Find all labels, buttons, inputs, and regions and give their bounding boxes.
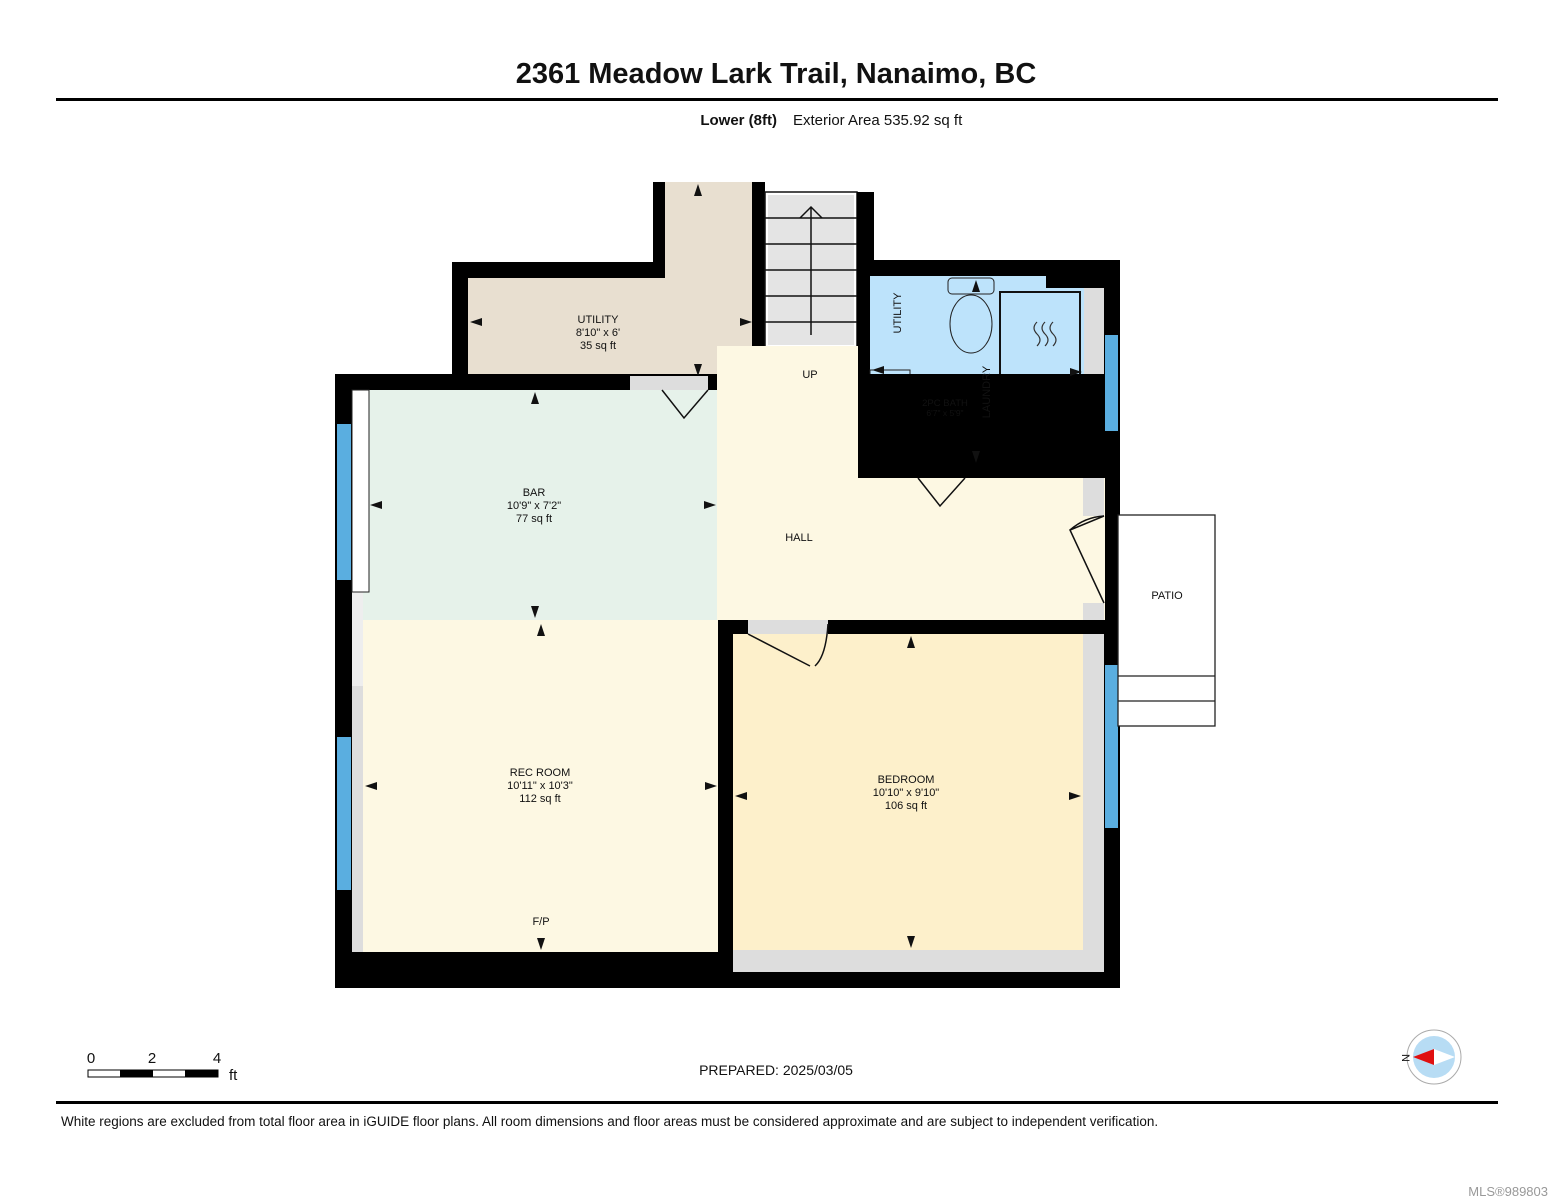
exterior-area: Exterior Area 535.92 sq ft (793, 112, 963, 129)
svg-text:UTILITY: UTILITY (578, 314, 620, 326)
svg-text:2PC BATH: 2PC BATH (922, 398, 968, 409)
svg-text:10'10" x 9'10": 10'10" x 9'10" (873, 787, 940, 799)
svg-text:ft: ft (229, 1067, 238, 1084)
svg-text:2: 2 (148, 1050, 156, 1067)
stairs-up-label: UP (802, 369, 817, 381)
header-divider (56, 98, 1498, 101)
footer-divider (56, 1101, 1498, 1104)
patio-label: PATIO (1151, 590, 1183, 602)
level-label: Lower (8ft) (700, 112, 777, 129)
svg-text:112 sq ft: 112 sq ft (519, 793, 560, 805)
doors (661, 389, 1105, 667)
svg-text:10'9" x 7'2": 10'9" x 7'2" (507, 500, 561, 512)
compass-icon: N (1399, 1029, 1462, 1085)
svg-text:8'10" x 6': 8'10" x 6' (576, 327, 620, 339)
rec-room-area (363, 620, 718, 952)
bath-label: 2PC BATH 6'7" x 5'9" (922, 398, 968, 418)
disclaimer: White regions are excluded from total fl… (61, 1114, 1158, 1129)
svg-text:REC ROOM: REC ROOM (510, 767, 571, 779)
svg-text:4: 4 (213, 1050, 221, 1067)
mls-number: MLS®989803 (1468, 1184, 1548, 1199)
bar-label: BAR 10'9" x 7'2" 77 sq ft (507, 487, 561, 525)
svg-text:77 sq ft: 77 sq ft (516, 513, 552, 525)
page-title: 2361 Meadow Lark Trail, Nanaimo, BC (516, 58, 1037, 90)
svg-text:6'7" x 5'9": 6'7" x 5'9" (926, 408, 963, 418)
svg-text:106 sq ft: 106 sq ft (885, 800, 927, 812)
utility-room (452, 182, 768, 390)
patio (1117, 514, 1216, 727)
hall-label: HALL (785, 532, 813, 544)
stairs (764, 191, 858, 349)
utility-room-label: UTILITY 8'10" x 6' 35 sq ft (576, 314, 620, 352)
svg-text:N: N (1399, 1054, 1411, 1062)
laundry-label: LAUNDRY (981, 365, 993, 418)
svg-text:10'11" x 10'3": 10'11" x 10'3" (507, 780, 573, 792)
hall-area (717, 346, 858, 620)
utility-side-label: UTILITY (892, 292, 904, 334)
svg-text:F/P: F/P (532, 916, 549, 928)
windows (337, 335, 1118, 890)
svg-text:BEDROOM: BEDROOM (878, 774, 935, 786)
bedroom-label: BEDROOM 10'10" x 9'10" 106 sq ft (873, 774, 940, 812)
bar-area (363, 390, 717, 620)
svg-text:0: 0 (87, 1050, 95, 1067)
scale-bar: 0 2 4 ft (87, 1050, 238, 1084)
prepared-date: PREPARED: 2025/03/05 (699, 1062, 853, 1078)
rec-room-label: REC ROOM 10'11" x 10'3" 112 sq ft F/P (507, 767, 573, 928)
svg-text:35 sq ft: 35 sq ft (580, 340, 616, 352)
bedroom-area (733, 634, 1083, 950)
svg-text:BAR: BAR (523, 487, 546, 499)
